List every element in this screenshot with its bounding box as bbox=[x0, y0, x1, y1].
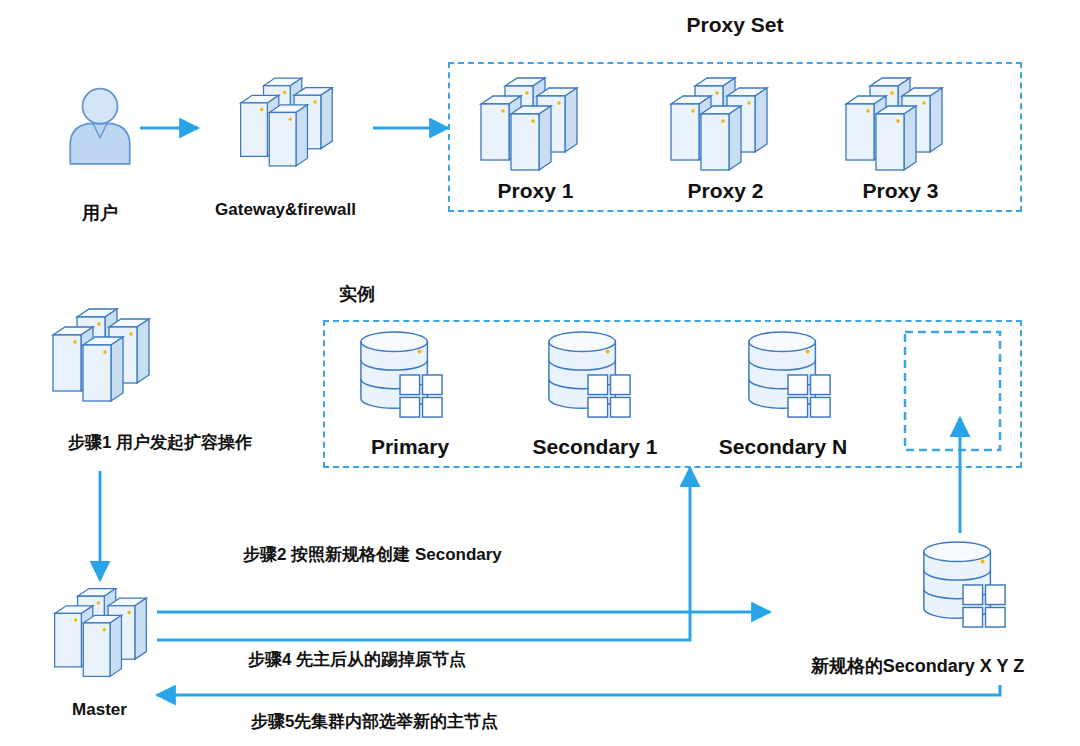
server-drawing bbox=[45, 305, 155, 405]
step-label: 步骤4 先主后从的踢掉原节点 bbox=[245, 650, 469, 670]
db-drawing bbox=[357, 328, 445, 421]
flow-arrow bbox=[373, 127, 448, 130]
step-label: 步骤2 按照新规格创建 Secondary bbox=[240, 545, 505, 565]
server-drawing bbox=[233, 72, 338, 172]
flow-arrow bbox=[140, 127, 198, 130]
db-drawing bbox=[545, 328, 633, 421]
db-drawing bbox=[745, 328, 833, 421]
node-label: 步骤1 用户发起扩容操作 bbox=[40, 433, 280, 453]
server-icon bbox=[473, 74, 583, 174]
node-label: Proxy 2 bbox=[658, 178, 793, 203]
server-node: Master bbox=[42, 580, 157, 728]
group-heading: Proxy Set bbox=[450, 12, 1020, 37]
server-icon bbox=[838, 74, 948, 174]
new-node-arrow bbox=[959, 418, 962, 533]
node-label: Secondary N bbox=[703, 434, 863, 459]
db-icon bbox=[920, 537, 1008, 632]
node-label: Proxy 3 bbox=[833, 178, 968, 203]
person-icon bbox=[65, 80, 135, 170]
node-label: Proxy 1 bbox=[468, 178, 603, 203]
server-icon bbox=[663, 74, 773, 174]
node-label: 用户 bbox=[60, 203, 140, 225]
flow-arrow bbox=[157, 611, 770, 614]
server-node: 步骤1 用户发起扩容操作 bbox=[40, 305, 280, 467]
node-label: 新规格的Secondary X Y Z bbox=[770, 656, 1065, 678]
server-node: Proxy 1 bbox=[468, 74, 603, 204]
empty-slot-box bbox=[905, 332, 1000, 450]
server-drawing bbox=[663, 74, 773, 174]
database-node: Primary bbox=[355, 328, 465, 464]
server-node: Proxy 3 bbox=[833, 74, 968, 204]
server-node: Proxy 2 bbox=[658, 74, 793, 204]
server-icon bbox=[45, 305, 155, 405]
flow-arrow bbox=[157, 685, 1000, 695]
db-icon bbox=[745, 328, 833, 421]
db-icon bbox=[357, 328, 445, 421]
flow-arrow bbox=[99, 471, 102, 580]
group-heading: 实例 bbox=[339, 284, 375, 306]
server-drawing bbox=[47, 580, 152, 685]
database-node: Secondary 1 bbox=[515, 328, 675, 464]
group-box: Proxy SetProxy 1Proxy 2Proxy 3 bbox=[448, 62, 1022, 212]
server-node: Gateway&firewall bbox=[198, 70, 373, 225]
server-icon bbox=[47, 580, 152, 685]
db-icon bbox=[545, 328, 633, 421]
group-box: 实例PrimarySecondary 1Secondary N bbox=[323, 320, 1022, 468]
db-drawing bbox=[920, 537, 1008, 632]
node-label: Master bbox=[42, 700, 157, 720]
server-drawing bbox=[473, 74, 583, 174]
node-label: Primary bbox=[355, 434, 465, 459]
database-node: 新规格的Secondary X Y Z bbox=[770, 535, 1065, 685]
flow-arrow bbox=[157, 468, 690, 640]
user-node: 用户 bbox=[60, 80, 140, 230]
server-drawing bbox=[838, 74, 948, 174]
person-drawing bbox=[65, 80, 135, 170]
database-node: Secondary N bbox=[703, 328, 863, 464]
node-label: Secondary 1 bbox=[515, 434, 675, 459]
step-label: 步骤5先集群内部选举新的主节点 bbox=[248, 712, 501, 732]
server-icon bbox=[233, 72, 338, 172]
node-label: Gateway&firewall bbox=[198, 200, 373, 220]
